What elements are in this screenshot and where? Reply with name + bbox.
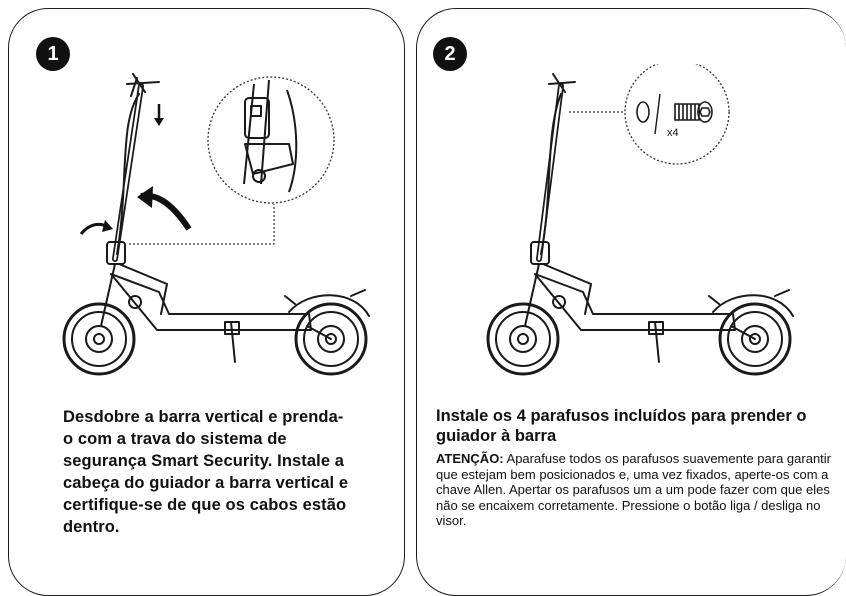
step-2-panel: 2 [416, 8, 846, 596]
scooter-handlebar-illustration [486, 64, 794, 376]
step-1-instruction: Desdobre a barra vertical e prenda-o com… [63, 408, 349, 536]
step-1-panel: 1 [8, 8, 405, 596]
step-1-badge: 1 [36, 37, 70, 71]
screw-quantity-label: x4 [667, 127, 679, 139]
step-2-badge: 2 [433, 37, 467, 71]
step-2-warning: ATENÇÃO: Aparafuse todos os parafusos su… [436, 451, 846, 529]
scooter-unfold-illustration [62, 73, 370, 376]
step-2-title: Instale os 4 parafusos incluídos para pr… [436, 407, 807, 445]
warning-label: ATENÇÃO: [436, 451, 504, 466]
warning-text: Aparafuse todos os parafusos suavemente … [436, 451, 832, 529]
